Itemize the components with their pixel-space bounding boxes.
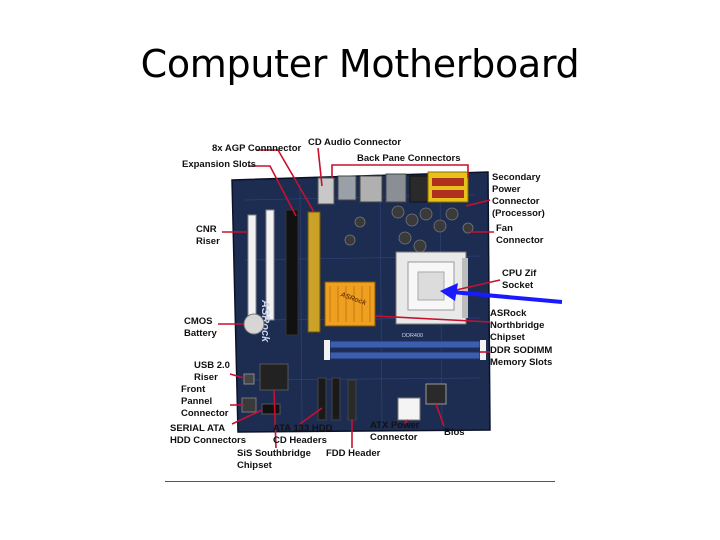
usb-riser-header [243, 373, 255, 385]
svg-text:Connector: Connector [496, 235, 544, 246]
label-northbridge: ASRock Northbridge Chipset [490, 308, 544, 343]
label-agp: 8x AGP Connnector [212, 143, 302, 154]
label-atx-power: ATX Power Connector [370, 420, 420, 443]
ddr-silkscreen: DDR400 [402, 333, 423, 339]
svg-text:ATX Power: ATX Power [370, 420, 420, 431]
svg-text:CPU Zif: CPU Zif [502, 268, 537, 279]
label-serial-ata: SERIAL ATA HDD Connectors [170, 423, 246, 446]
svg-text:ATA 133 HDD: ATA 133 HDD [273, 423, 333, 434]
front-panel-header [241, 397, 257, 413]
southbridge-chip [259, 363, 289, 391]
label-bios: Bios [444, 427, 465, 438]
northbridge-heatsink: ASRock [324, 281, 376, 327]
label-expansion-slots: Expansion Slots [182, 159, 256, 170]
svg-text:Secondary: Secondary [492, 172, 541, 183]
svg-text:Power: Power [492, 184, 521, 195]
label-secondary-power: Secondary Power Connector (Processor) [492, 172, 545, 219]
expansion-slots [247, 209, 299, 336]
svg-text:Connector: Connector [370, 432, 418, 443]
svg-text:Riser: Riser [196, 236, 220, 247]
svg-text:USB 2.0: USB 2.0 [194, 360, 230, 371]
svg-text:Battery: Battery [184, 328, 217, 339]
cpu-pointer-arrow [440, 283, 563, 304]
svg-text:ASRock: ASRock [490, 308, 527, 319]
motherboard-image: ASRock ASRock DDR400 [231, 171, 491, 433]
svg-text:Fan: Fan [496, 223, 513, 234]
label-cpu-socket: CPU Zif Socket [502, 268, 537, 291]
svg-text:Memory Slots: Memory Slots [490, 357, 552, 368]
svg-text:CNR: CNR [196, 224, 217, 235]
sata-connectors [261, 403, 281, 415]
svg-text:SiS Southbridge: SiS Southbridge [237, 448, 311, 459]
label-cmos-battery: CMOS Battery [184, 316, 217, 339]
slide-divider-line [165, 481, 555, 482]
cmos-battery [243, 313, 265, 335]
svg-text:Connector: Connector [181, 408, 229, 419]
svg-text:Chipset: Chipset [490, 332, 526, 343]
svg-text:Pannel: Pannel [181, 396, 212, 407]
svg-text:Northbridge: Northbridge [490, 320, 544, 331]
slide-title: Computer Motherboard [140, 42, 580, 86]
ddr-memory-slots: DDR400 [324, 333, 486, 360]
label-usb-riser: USB 2.0 Riser [194, 360, 230, 383]
svg-text:(Processor): (Processor) [492, 208, 545, 219]
svg-text:Riser: Riser [194, 372, 218, 383]
atx-power-connector [397, 397, 421, 421]
label-ddr-slots: DDR SODIMM Memory Slots [490, 345, 552, 368]
label-ata133: ATA 133 HDD CD Headers [273, 423, 333, 446]
label-fan-connector: Fan Connector [496, 223, 544, 246]
svg-text:Chipset: Chipset [237, 460, 273, 471]
cpu-socket [395, 251, 468, 325]
label-fdd-header: FDD Header [326, 448, 381, 459]
svg-text:Connector: Connector [492, 196, 540, 207]
bios-chip [425, 383, 447, 405]
svg-text:CMOS: CMOS [184, 316, 213, 327]
label-cnr-riser: CNR Riser [196, 224, 220, 247]
agp-slot [307, 211, 321, 333]
svg-text:SERIAL ATA: SERIAL ATA [170, 423, 225, 434]
label-front-panel: Front Pannel Connector [181, 384, 229, 419]
svg-text:Socket: Socket [502, 280, 534, 291]
svg-text:DDR SODIMM: DDR SODIMM [490, 345, 552, 356]
back-panel-ports [317, 171, 469, 205]
callout-lines [218, 147, 501, 449]
svg-text:CD Headers: CD Headers [273, 435, 327, 446]
svg-text:HDD Connectors: HDD Connectors [170, 435, 246, 446]
component-labels: 8x AGP Connnector CD Audio Connector Exp… [170, 137, 552, 471]
svg-text:Front: Front [181, 384, 206, 395]
ide-headers [317, 377, 357, 421]
label-cd-audio: CD Audio Connector [308, 137, 401, 148]
board-brand-text: ASRock [259, 299, 271, 343]
label-southbridge: SiS Southbridge Chipset [237, 448, 311, 471]
label-back-pane: Back Pane Connectors [357, 153, 460, 164]
